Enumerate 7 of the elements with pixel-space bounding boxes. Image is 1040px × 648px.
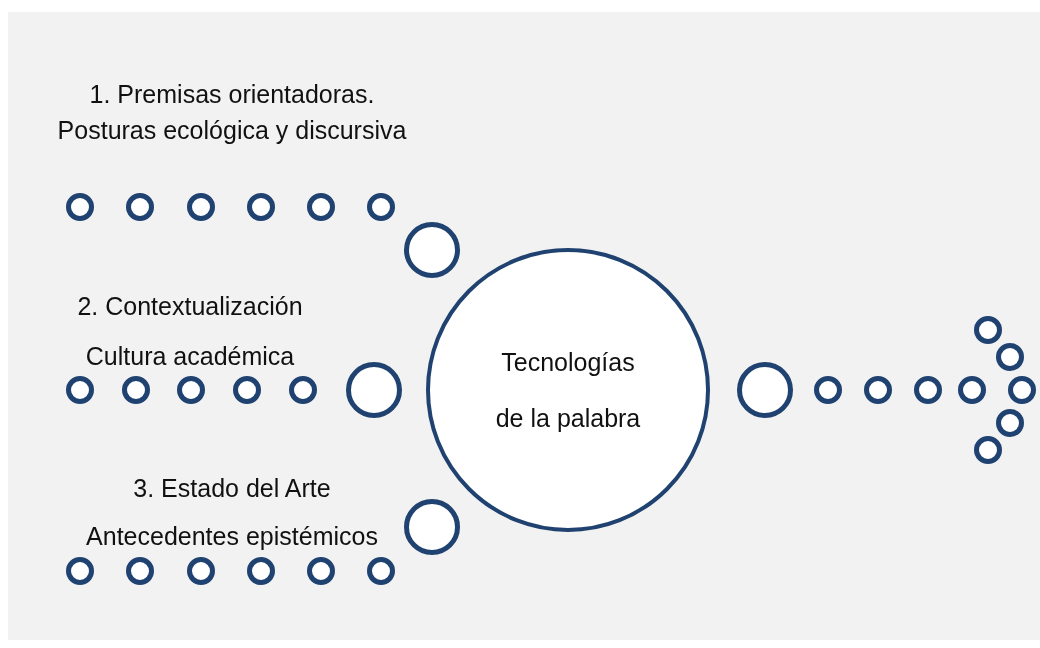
section-heading: 2. Contextualización	[77, 292, 303, 321]
section-heading: 3. Estado del Arte	[133, 474, 331, 503]
section-subtitle: Cultura académica	[85, 342, 295, 371]
section-heading: 1. Premisas orientadoras.	[89, 80, 375, 109]
node-label: Tecnologías de la palabra	[494, 347, 642, 434]
section-subtitle: Posturas ecológica y discursiva	[57, 116, 407, 145]
section-subtitle: Antecedentes epistémicos	[86, 522, 378, 551]
